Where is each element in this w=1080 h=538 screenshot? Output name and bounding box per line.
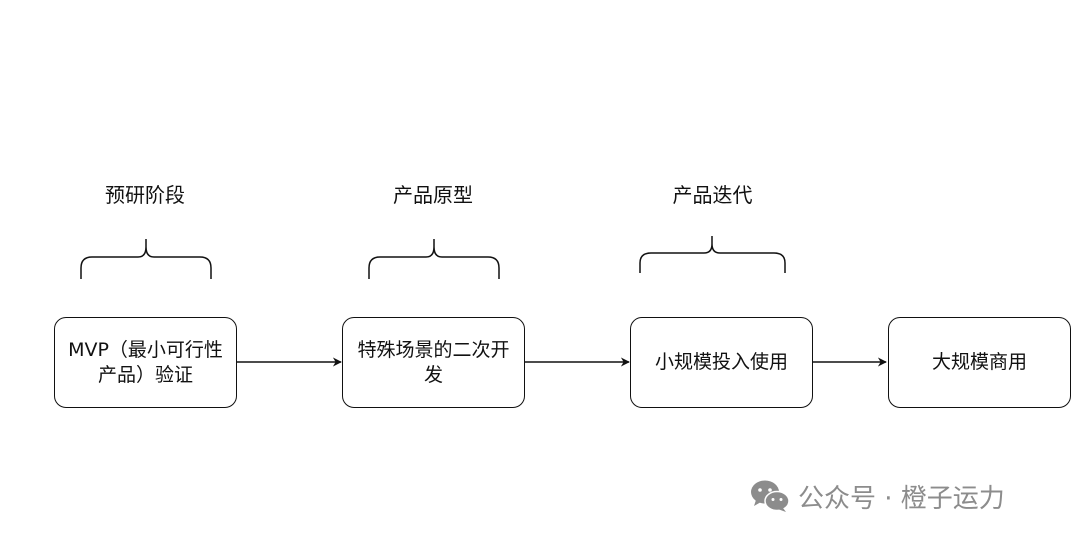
step-box-commercial: 大规模商用 (888, 317, 1071, 408)
curly-brace-research (80, 239, 212, 279)
wechat-icon (751, 480, 790, 512)
watermark: 公众号 · 橙子运力 (750, 476, 1005, 516)
step-label-secondary-dev: 特殊场景的二次开发 (357, 338, 510, 386)
step-box-mvp: MVP（最小可行性产品）验证 (54, 317, 237, 408)
stage-label-iteration: 产品迭代 (672, 183, 753, 207)
step-label-small-scale: 小规模投入使用 (654, 351, 788, 373)
stage-label-research: 预研阶段 (105, 183, 185, 207)
curly-brace-iteration (639, 236, 786, 273)
step-box-small-scale: 小规模投入使用 (630, 317, 813, 408)
stage-label-prototype: 产品原型 (393, 183, 473, 207)
watermark-text: 公众号 · 橙子运力 (798, 483, 1005, 514)
curly-brace-prototype (368, 239, 500, 279)
step-box-secondary-dev: 特殊场景的二次开发 (342, 317, 525, 408)
step-label-mvp: MVP（最小可行性产品）验证 (68, 338, 223, 386)
step-label-commercial: 大规模商用 (931, 351, 1027, 373)
